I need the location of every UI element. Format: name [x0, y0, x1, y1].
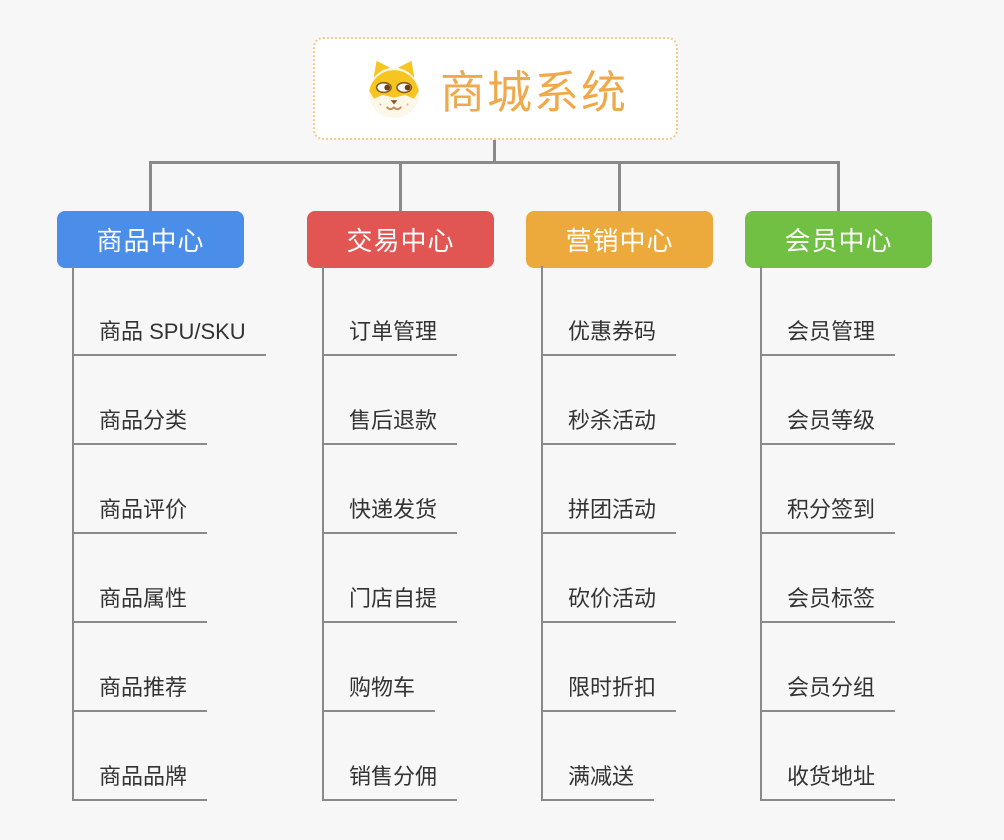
subtopic[interactable]: 商品推荐 [72, 623, 208, 712]
connector-drop-trade [399, 162, 402, 212]
branch-label: 会员中心 [784, 226, 893, 256]
subtopic[interactable]: 订单管理 [322, 267, 458, 356]
subtopic[interactable]: 售后退款 [322, 356, 458, 445]
root-topic-title: 商城系统 [439, 67, 628, 118]
branch-header-marketing[interactable]: 营销中心 [526, 211, 713, 268]
subtopic[interactable]: 秒杀活动 [541, 356, 677, 445]
subtopic[interactable]: 商品属性 [72, 534, 208, 623]
subtopic[interactable]: 门店自提 [322, 534, 458, 623]
subtopic[interactable]: 拼团活动 [541, 445, 677, 534]
subtopic[interactable]: 满减送 [541, 712, 655, 801]
subtopic[interactable]: 会员管理 [760, 267, 896, 356]
branch-items-members: 会员管理 会员等级 积分签到 会员标签 会员分组 收货地址 [760, 267, 896, 801]
connector-drop-members [837, 162, 840, 212]
branch-header-trade[interactable]: 交易中心 [307, 211, 494, 268]
branch-label: 营销中心 [565, 226, 674, 256]
branch-items-marketing: 优惠券码 秒杀活动 拼团活动 砍价活动 限时折扣 满减送 [541, 267, 677, 801]
subtopic[interactable]: 商品 SPU/SKU [72, 267, 266, 356]
connector-drop-products [149, 162, 152, 212]
subtopic[interactable]: 商品品牌 [72, 712, 208, 801]
subtopic[interactable]: 销售分佣 [322, 712, 458, 801]
branch-items-trade: 订单管理 售后退款 快递发货 门店自提 购物车 销售分佣 [322, 267, 458, 801]
subtopic[interactable]: 优惠券码 [541, 267, 677, 356]
branch-header-products[interactable]: 商品中心 [57, 211, 244, 268]
branch-header-members[interactable]: 会员中心 [745, 211, 932, 268]
subtopic[interactable]: 砍价活动 [541, 534, 677, 623]
subtopic[interactable]: 积分签到 [760, 445, 896, 534]
dog-face-icon [363, 58, 425, 120]
subtopic[interactable]: 会员标签 [760, 534, 896, 623]
subtopic[interactable]: 会员分组 [760, 623, 896, 712]
subtopic[interactable]: 购物车 [322, 623, 436, 712]
subtopic[interactable]: 收货地址 [760, 712, 896, 801]
subtopic[interactable]: 商品评价 [72, 445, 208, 534]
branch-label: 商品中心 [96, 226, 205, 256]
branch-label: 交易中心 [346, 226, 455, 256]
subtopic[interactable]: 会员等级 [760, 356, 896, 445]
connector-drop-marketing [618, 162, 621, 212]
branch-items-products: 商品 SPU/SKU 商品分类 商品评价 商品属性 商品推荐 商品品牌 [72, 267, 266, 801]
root-topic[interactable]: 商城系统 [313, 37, 678, 140]
connector-horizontal-bar [149, 161, 840, 164]
connector-root-stem [493, 139, 496, 163]
subtopic[interactable]: 商品分类 [72, 356, 208, 445]
subtopic[interactable]: 快递发货 [322, 445, 458, 534]
subtopic[interactable]: 限时折扣 [541, 623, 677, 712]
